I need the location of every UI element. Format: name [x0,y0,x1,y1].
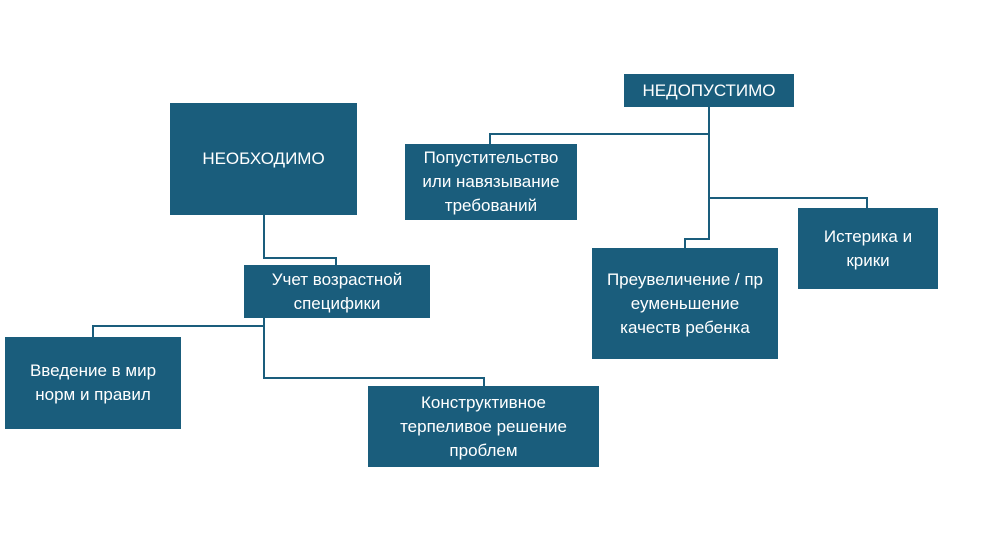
permissiveness-box: Попустительство или навязывание требован… [405,144,577,220]
exaggeration-box: Преувеличение / пр еуменьшение качеств р… [592,248,778,359]
permissiveness-label: Попустительство или навязывание требован… [422,148,560,215]
norms-rules-label: Введение в мир норм и правил [29,361,157,404]
exaggeration-label: Преувеличение / пр еуменьшение качеств р… [606,269,764,337]
hysteria-box: Истерика и крики [798,208,938,289]
connector-unacceptable-to-exaggeration [684,134,710,248]
norms-rules-box: Введение в мир норм и правил [5,337,181,429]
connector-necessary-to-age [263,215,337,265]
hysteria-label: Истерика и крики [823,226,913,270]
necessary-box: НЕОБХОДИМО [170,103,357,215]
unacceptable-box: НЕДОПУСТИМО [624,74,794,107]
unacceptable-label: НЕДОПУСТИМО [642,80,776,100]
constructive-solution-label: Конструктивное терпеливое решение пробле… [400,392,567,460]
connector-age-to-constructive [263,318,485,386]
connector-age-to-norms [92,318,265,337]
constructive-solution-box: Конструктивное терпеливое решение пробле… [368,386,599,467]
age-specifics-box: Учет возрастной специфики [244,265,430,318]
connector-unacceptable-to-permissive [489,107,710,144]
age-specifics-label: Учет возрастной специфики [271,269,403,313]
connector-unacceptable-to-hysteria [709,197,868,208]
necessary-label: НЕОБХОДИМО [202,149,325,168]
